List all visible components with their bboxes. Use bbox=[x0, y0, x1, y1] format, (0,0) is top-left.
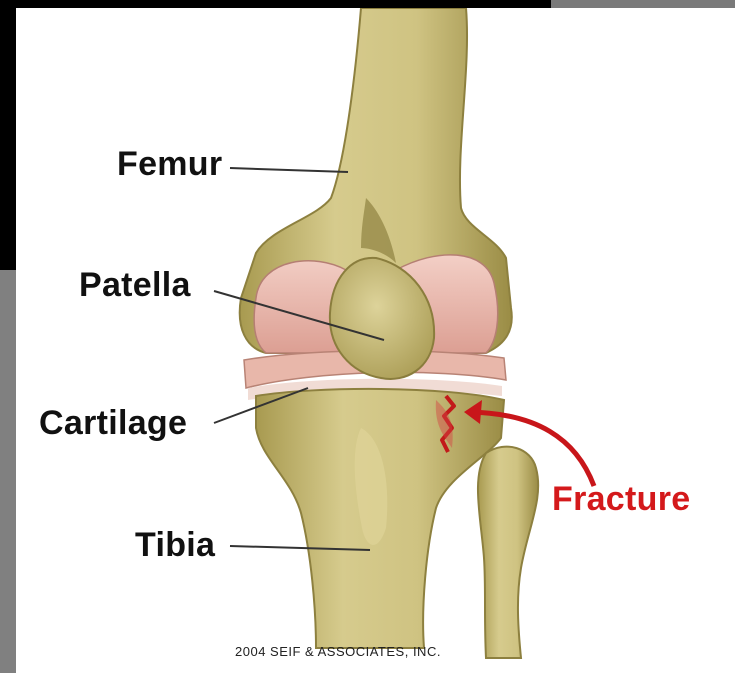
knee-anatomy-illustration bbox=[16, 8, 735, 673]
label-fracture: Fracture bbox=[552, 480, 690, 519]
femur-leader-line bbox=[230, 168, 348, 172]
background-gray-strip bbox=[0, 270, 16, 673]
label-patella: Patella bbox=[79, 266, 191, 305]
label-tibia: Tibia bbox=[135, 526, 215, 565]
copyright-text: 2004 SEIF & ASSOCIATES, INC. bbox=[235, 644, 441, 659]
fibula-bone bbox=[478, 447, 538, 658]
knee-illustration-canvas: Femur Patella Cartilage Tibia Fracture 2… bbox=[16, 8, 735, 673]
label-cartilage: Cartilage bbox=[39, 404, 187, 443]
label-femur: Femur bbox=[117, 145, 222, 184]
